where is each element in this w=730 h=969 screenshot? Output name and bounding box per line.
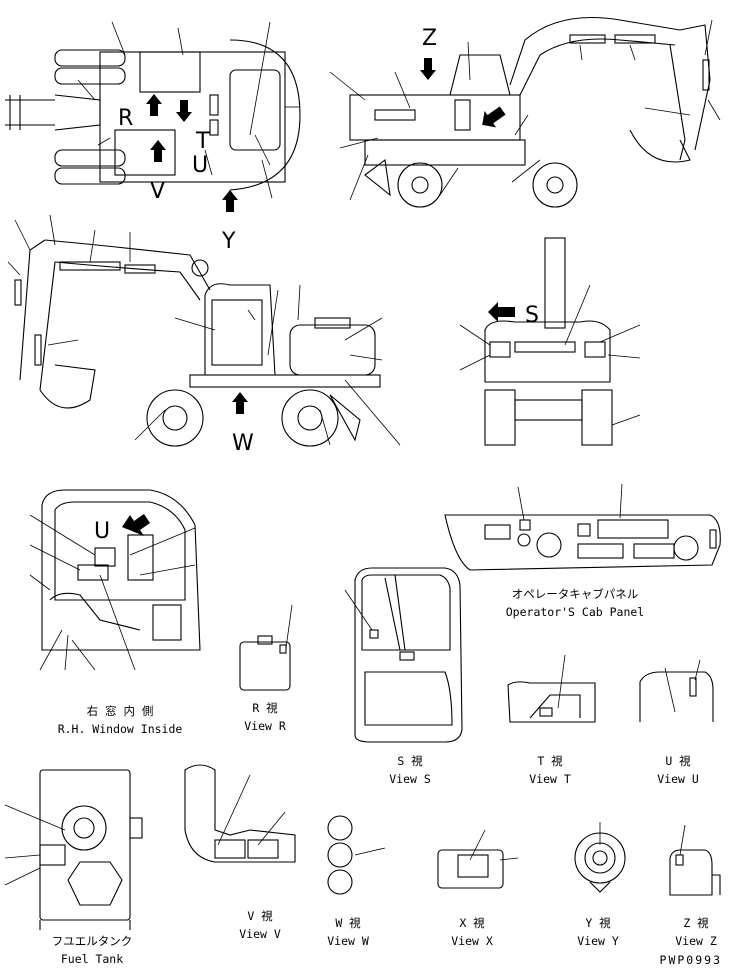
view-letter-u: U bbox=[192, 153, 208, 178]
caption-fuel-tank-en: Fuel Tank bbox=[61, 952, 123, 966]
side-view-machine-right: Z bbox=[329, 16, 721, 208]
view-v-figure: V 視 View V bbox=[184, 764, 296, 941]
fuel-tank-figure: フユエルタンク Fuel Tank bbox=[4, 769, 143, 966]
rear-view-machine: S bbox=[459, 237, 641, 446]
caption-view-u-en: View U bbox=[657, 772, 699, 786]
caption-rh-window-jp: 右 窓 内 側 bbox=[87, 704, 154, 718]
caption-view-x-en: View X bbox=[451, 934, 493, 948]
caption-view-s-jp: S 視 bbox=[397, 754, 423, 768]
view-letter-s: S bbox=[525, 303, 539, 328]
view-letter-u-cab: U bbox=[94, 519, 110, 544]
caption-view-w-jp: W 視 bbox=[335, 916, 361, 930]
view-w-figure: W 視 View W bbox=[327, 815, 386, 948]
caption-fuel-tank-jp: フユエルタンク bbox=[52, 934, 133, 948]
caption-view-t-en: View T bbox=[529, 772, 571, 786]
view-letter-z: Z bbox=[422, 26, 437, 51]
caption-view-s-en: View S bbox=[389, 772, 431, 786]
view-y-figure: Y 視 View Y bbox=[574, 822, 626, 948]
caption-rh-window-en: R.H. Window Inside bbox=[58, 722, 183, 736]
view-u-figure: U 視 View U bbox=[639, 659, 714, 786]
caption-cab-panel-en: Operator'S Cab Panel bbox=[506, 605, 644, 619]
view-t-figure: T 視 View T bbox=[507, 654, 596, 786]
operator-cab-panel-figure: オペレータキャブパネル Operator'S Cab Panel bbox=[444, 483, 721, 619]
caption-view-z-en: View Z bbox=[675, 934, 717, 948]
caption-view-w-en: View W bbox=[327, 934, 369, 948]
caption-view-r-jp: R 視 bbox=[252, 701, 278, 715]
view-letter-w: W bbox=[232, 431, 254, 456]
caption-view-t-jp: T 視 bbox=[537, 754, 563, 768]
caption-view-x-jp: X 視 bbox=[459, 916, 485, 930]
view-letter-y: Y bbox=[221, 229, 236, 254]
view-letter-t: T bbox=[195, 129, 210, 154]
caption-view-y-en: View Y bbox=[577, 934, 619, 948]
caption-view-v-jp: V 視 bbox=[247, 909, 273, 923]
caption-view-u-jp: U 視 bbox=[665, 754, 691, 768]
caption-view-v-en: View V bbox=[239, 927, 281, 941]
view-letter-r: R bbox=[118, 106, 133, 131]
top-view-machine: R T V U Y bbox=[5, 21, 301, 254]
view-r-figure: R 視 View R bbox=[239, 604, 293, 733]
caption-cab-panel-jp: オペレータキャブパネル bbox=[512, 587, 639, 601]
view-letter-v: V bbox=[150, 179, 165, 204]
rh-window-inside-figure: U 右 窓 内 側 R.H. Window Inside bbox=[29, 489, 201, 736]
view-s-figure: S 視 View S bbox=[344, 567, 463, 786]
caption-view-y-jp: Y 視 bbox=[585, 916, 611, 930]
side-view-machine-left: W bbox=[7, 214, 401, 456]
view-z-figure: Z 視 View Z bbox=[669, 824, 721, 948]
view-x-figure: X 視 View X bbox=[437, 829, 519, 948]
caption-view-r-en: View R bbox=[244, 719, 286, 733]
caption-view-z-jp: Z 視 bbox=[683, 916, 709, 930]
drawing-code: PWP0993 bbox=[660, 953, 722, 967]
